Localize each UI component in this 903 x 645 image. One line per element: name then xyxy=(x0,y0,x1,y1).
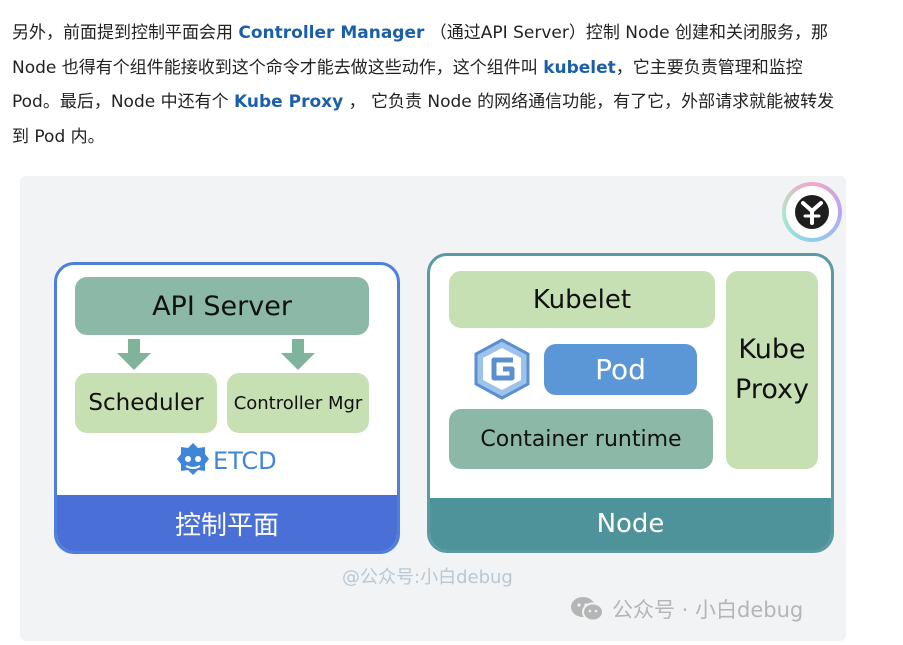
arrow-down-icon xyxy=(281,339,315,370)
etcd-label: ETCD xyxy=(213,447,277,475)
kubernetes-g-icon xyxy=(474,338,530,400)
highlight-kube-proxy: Kube Proxy xyxy=(234,92,344,112)
watermark-large: 公众号 · 小白debug xyxy=(570,594,803,624)
text-segment: ，它主要负责管理和监控 xyxy=(615,57,803,78)
text-segment: 到 Pod 内。 xyxy=(12,126,105,147)
brand-logo-icon xyxy=(782,182,842,242)
text-segment: Pod。最后，Node 中还有个 xyxy=(12,92,235,112)
watermark-large-text: 公众号 · 小白debug xyxy=(612,598,804,622)
scheduler-box: Scheduler xyxy=(75,373,217,433)
kube-proxy-line1: Kube xyxy=(738,334,806,365)
article-paragraph: 另外，前面提到控制平面会用 Controller Manager （通过API … xyxy=(12,16,874,154)
arrow-down-icon xyxy=(117,339,151,370)
highlight-controller-manager: Controller Manager xyxy=(238,23,425,43)
controller-mgr-box: Controller Mgr xyxy=(227,373,369,433)
text-segment: 另外，前面提到控制平面会用 xyxy=(12,23,239,43)
node-panel: Kubelet Pod Container runtime Kube Proxy… xyxy=(427,253,834,553)
container-runtime-box: Container runtime xyxy=(449,409,713,469)
control-plane-footer: 控制平面 xyxy=(57,495,397,551)
text-segment: （通过API Server）控制 Node 创建和关闭服务，那 xyxy=(424,23,829,43)
pod-box: Pod xyxy=(544,344,697,395)
wechat-icon xyxy=(571,597,604,622)
kube-proxy-line2: Proxy xyxy=(735,374,809,405)
kube-proxy-box: Kube Proxy xyxy=(726,271,818,469)
text-segment: ， 它负责 Node 的网络通信功能，有了它，外部请求就能被转发 xyxy=(343,92,835,112)
highlight-kubelet: kubelet xyxy=(543,57,616,78)
control-plane-panel: API Server Scheduler Controller Mgr ETCD… xyxy=(54,262,400,554)
kubelet-box: Kubelet xyxy=(449,271,715,328)
watermark-small: @公众号:小白debug xyxy=(342,567,513,588)
architecture-diagram: API Server Scheduler Controller Mgr ETCD… xyxy=(20,176,846,641)
node-footer: Node xyxy=(430,498,831,550)
text-segment: Node 也得有个组件能接收到这个命令才能去做这些动作，这个组件叫 xyxy=(12,57,544,78)
etcd-icon xyxy=(177,443,209,475)
api-server-box: API Server xyxy=(75,277,369,335)
